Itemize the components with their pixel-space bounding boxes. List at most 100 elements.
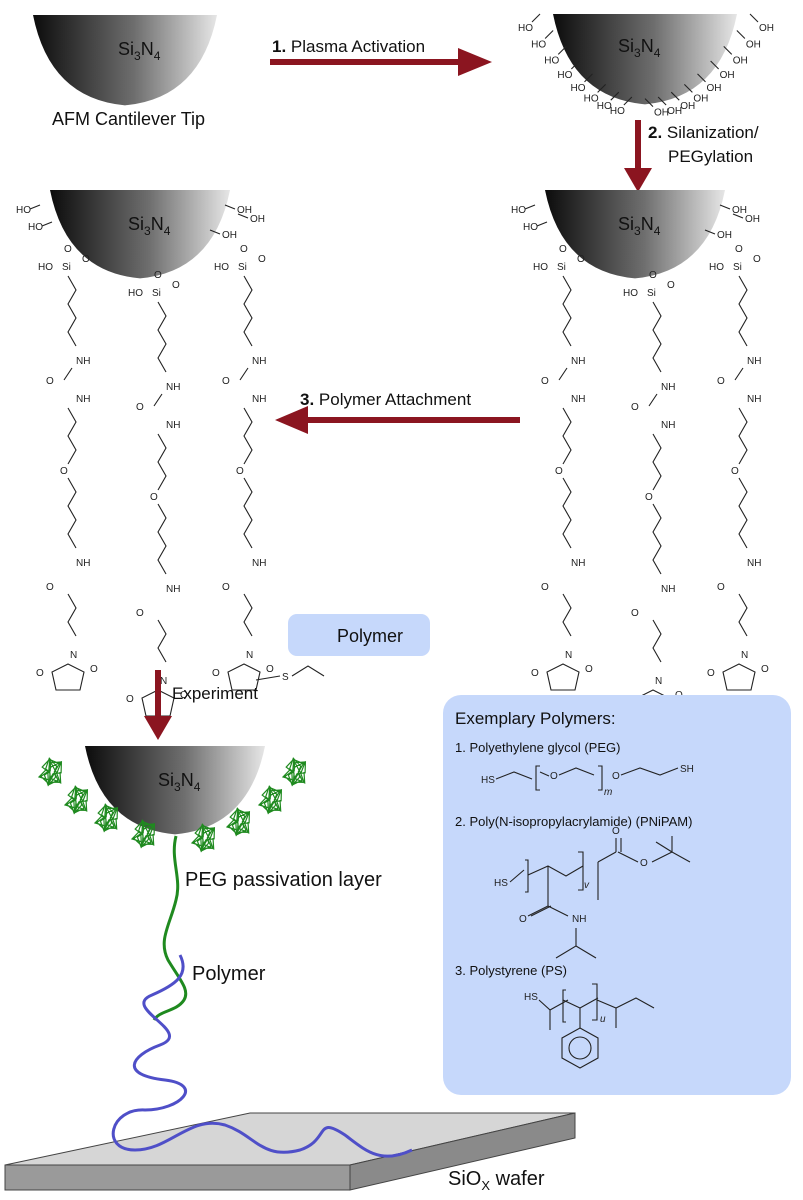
oh-label: OH: [667, 106, 682, 117]
oh-label: OH: [733, 55, 748, 66]
nh-label: NH: [76, 356, 90, 367]
o-label: O: [154, 270, 162, 281]
oh-bond: [557, 46, 567, 55]
o-label: O: [707, 668, 715, 679]
wafer-front: [4, 1164, 351, 1191]
polymer-item-3: 3. Polystyrene (PS): [455, 963, 567, 978]
oh-label: HO: [531, 40, 546, 51]
o-label: O: [717, 376, 725, 387]
oh-label: OH: [654, 108, 669, 119]
svg-text:HS: HS: [524, 992, 538, 1003]
o-label: O: [735, 244, 743, 255]
o-label: O: [541, 376, 549, 387]
polymer-label: Polymer: [192, 963, 266, 985]
oh-label: HO: [523, 222, 538, 233]
o-label: O: [667, 280, 675, 291]
oh-label: OH: [745, 214, 760, 225]
oh-bond: [749, 13, 759, 23]
o-label: O: [236, 466, 244, 477]
nh-label: NH: [252, 558, 266, 569]
oh-label: OH: [680, 101, 695, 112]
oh-label: OH: [759, 23, 774, 34]
polymer-item-1: 1. Polyethylene glycol (PEG): [455, 740, 620, 755]
oh-label: HO: [128, 288, 143, 299]
n-label: N: [565, 650, 572, 661]
o-label: O: [731, 466, 739, 477]
si-label: Si: [238, 262, 247, 273]
svg-text:O: O: [612, 826, 620, 837]
o-label: O: [150, 492, 158, 503]
nh-label: NH: [252, 394, 266, 405]
o-label: O: [46, 376, 54, 387]
polymer-tag: Polymer: [288, 614, 430, 656]
nh-label: NH: [661, 584, 675, 595]
arrow-step1: 1. Plasma Activation: [270, 37, 492, 76]
nh-label: NH: [661, 420, 675, 431]
exemplary-title: Exemplary Polymers:: [455, 709, 616, 728]
tip1-material: Si3N4: [118, 39, 161, 63]
oh-label: HO: [709, 262, 724, 273]
o-label: O: [645, 492, 653, 503]
oh-label: OH: [732, 205, 747, 216]
o-label: O: [761, 664, 769, 675]
oh-label: OH: [222, 230, 237, 241]
oh-label: HO: [214, 262, 229, 273]
nh-label: NH: [166, 420, 180, 431]
oh-label: HO: [511, 205, 526, 216]
bare-tip: Si3N4 AFM Cantilever Tip: [33, 15, 217, 129]
o-label: O: [266, 664, 274, 675]
peg-structure: HS O m O SH: [481, 764, 694, 798]
svg-text:m: m: [604, 787, 612, 798]
oh-bond: [623, 96, 633, 106]
peg-coil: [37, 757, 63, 787]
svg-text:HS: HS: [494, 878, 508, 889]
o-label: O: [136, 608, 144, 619]
peg-coil: [225, 807, 251, 837]
o-label: O: [60, 466, 68, 477]
o-label: O: [222, 376, 230, 387]
s-label: S: [282, 672, 289, 683]
oh-label: HO: [518, 23, 533, 34]
tip2-material: Si3N4: [618, 36, 661, 60]
oh-label: HO: [544, 55, 559, 66]
oh-bond: [597, 83, 607, 93]
o-label: O: [555, 466, 563, 477]
experiment-scene: SiOX wafer Si3N4 PEG passivation layer P…: [4, 746, 576, 1193]
o-label: O: [577, 254, 585, 265]
nh-label: NH: [166, 584, 180, 595]
step2-label-line2: PEGylation: [668, 147, 753, 166]
oh-bond: [544, 30, 554, 39]
nh-label: NH: [571, 356, 585, 367]
nh-label: NH: [747, 356, 761, 367]
o-label: O: [212, 668, 220, 679]
si-label: Si: [733, 262, 742, 273]
polymer-strand: [111, 954, 413, 1158]
svg-text:v: v: [584, 880, 590, 891]
linker-chains-left: HOHOOHOHOHSiHOOONHONHONHONOOSiHOOONHONHO…: [16, 204, 325, 717]
oh-label: HO: [38, 262, 53, 273]
polystyrene-structure: HS u: [524, 983, 655, 1069]
oh-bond: [584, 73, 593, 83]
n-label: N: [246, 650, 253, 661]
nh-label: NH: [747, 558, 761, 569]
o-label: O: [541, 582, 549, 593]
oh-label: HO: [597, 101, 612, 112]
nh-label: NH: [571, 394, 585, 405]
oh-bond: [670, 91, 680, 101]
si-label: Si: [557, 262, 566, 273]
oh-label: OH: [707, 83, 722, 94]
peg-coil: [281, 757, 307, 787]
oh-label: HO: [584, 93, 599, 104]
svg-text:SH: SH: [680, 764, 694, 775]
oh-label: OH: [746, 40, 761, 51]
si-label: Si: [647, 288, 656, 299]
o-label: O: [717, 582, 725, 593]
nh-label: NH: [571, 558, 585, 569]
polymer-item-2: 2. Poly(N-isopropylacrylamide) (PNiPAM): [455, 814, 692, 829]
o-label: O: [126, 694, 134, 705]
oh-label: HO: [533, 262, 548, 273]
svg-text:O: O: [612, 771, 620, 782]
oh-bond: [710, 60, 720, 70]
